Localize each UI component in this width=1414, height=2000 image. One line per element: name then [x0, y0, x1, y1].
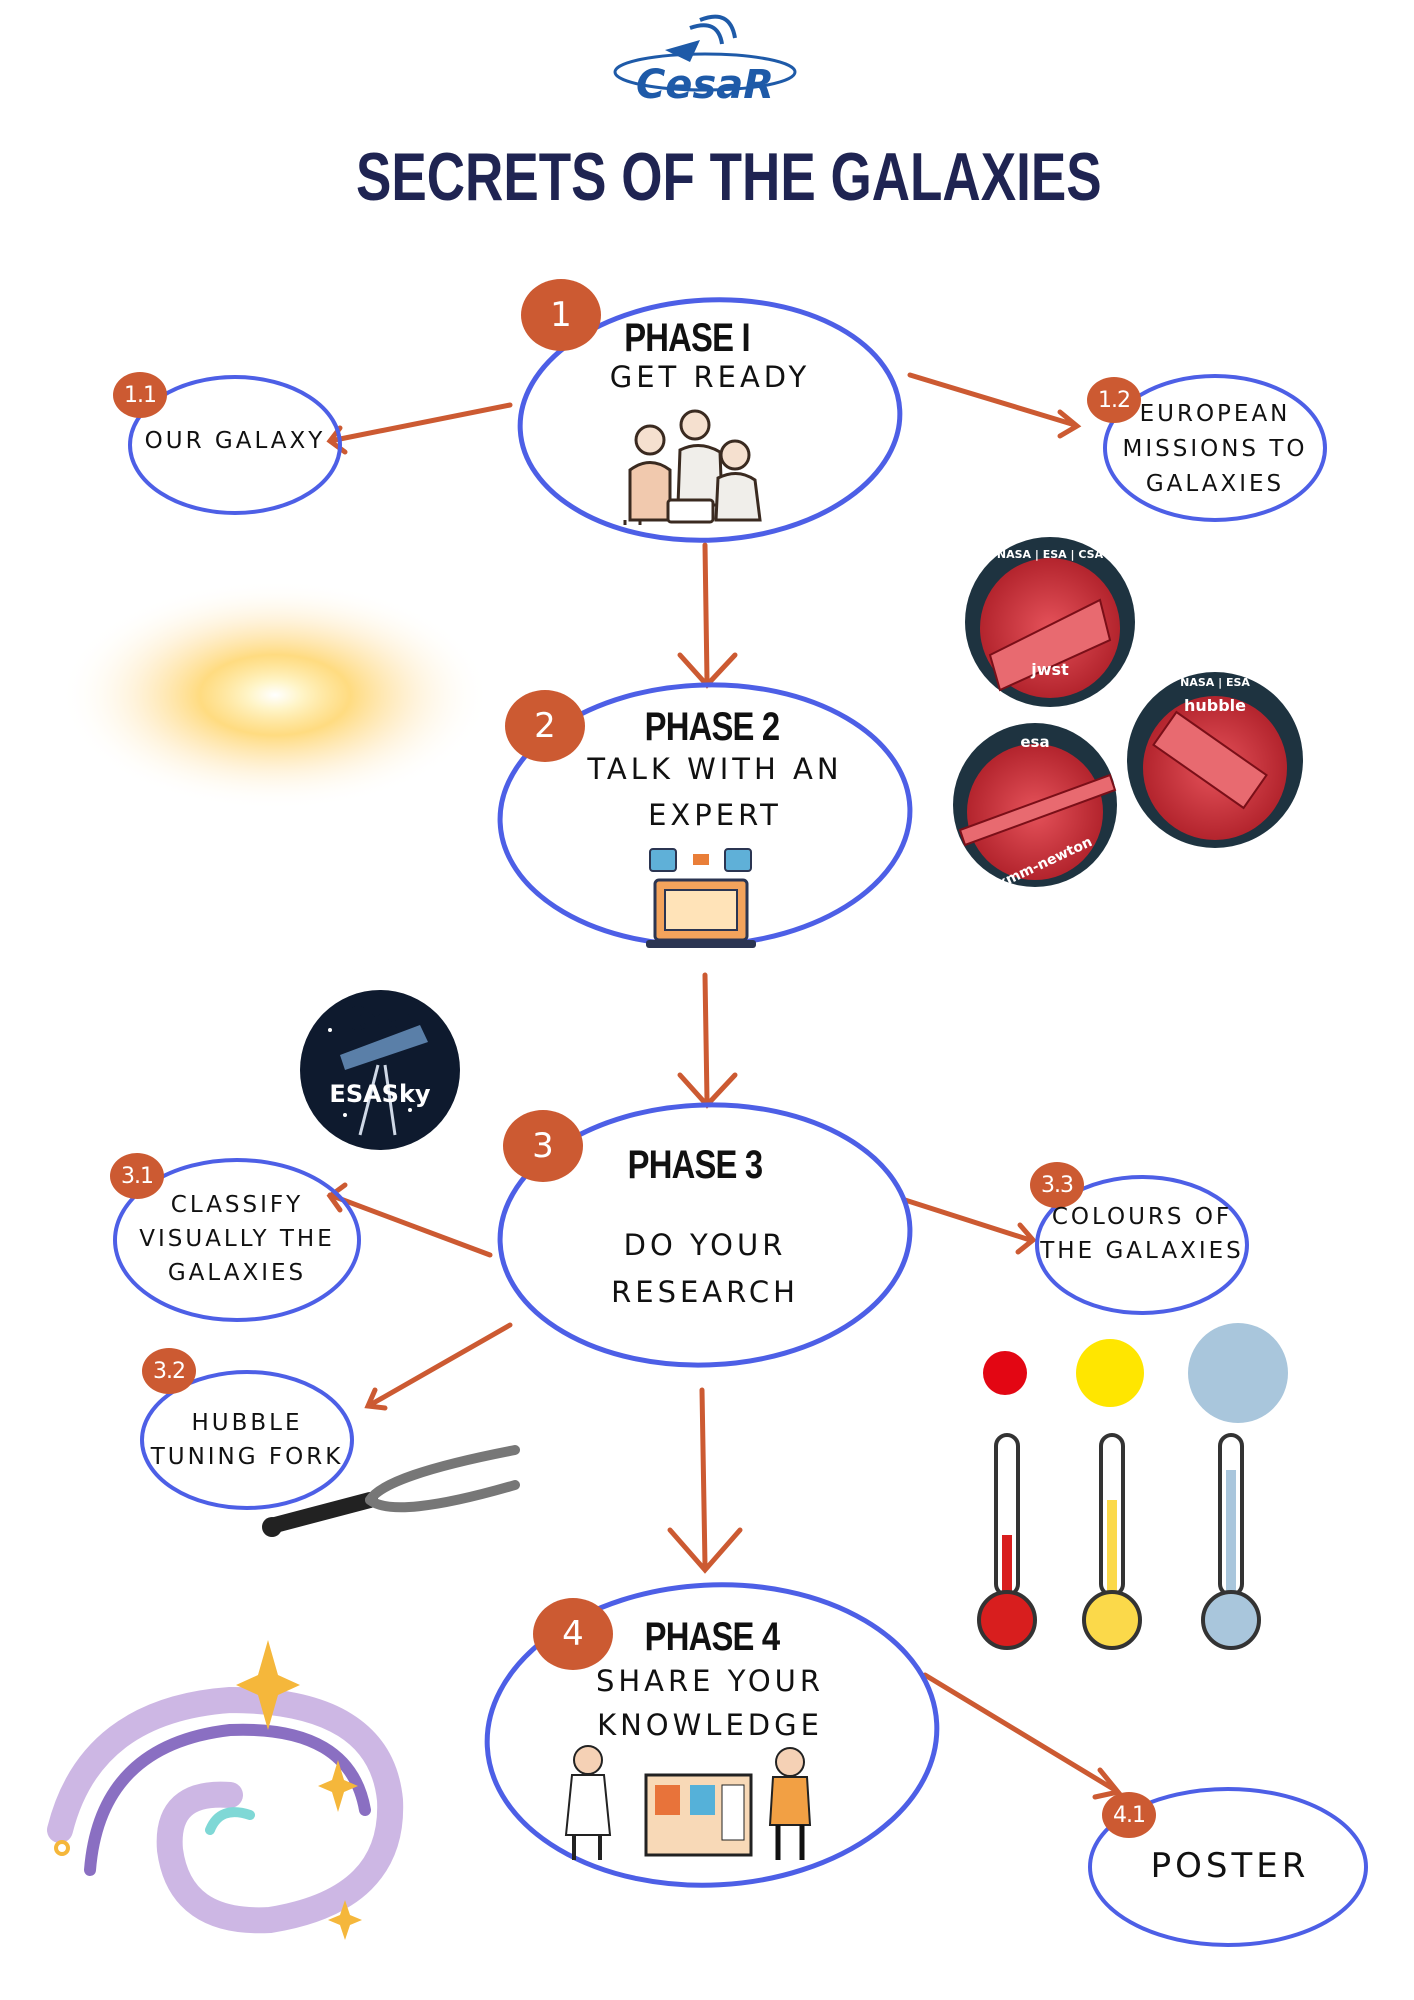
phase2-line1: TALK WITH AN — [587, 752, 843, 786]
connector-arrows — [326, 372, 1123, 1800]
video-call-icon — [646, 848, 756, 948]
sub-4-1-ellipse — [1088, 1787, 1368, 1947]
sub-3-2-ellipse — [140, 1370, 354, 1510]
phase4-badge: 4 — [533, 1598, 613, 1670]
esasky-name: ESASky — [329, 1080, 431, 1108]
sub-3-1-line1: CLASSIFY — [170, 1192, 304, 1218]
sub-3-1-line2: VISUALLY THE — [139, 1226, 335, 1252]
phase4-line2: KNOWLEDGE — [597, 1708, 823, 1742]
phase1-line1: GET READY — [609, 360, 811, 394]
sub-1-1-ellipse — [128, 375, 342, 515]
phase3-line2: RESEARCH — [611, 1275, 799, 1309]
esasky-logo — [300, 990, 460, 1150]
sub-3-1-line3: GALAXIES — [167, 1260, 307, 1286]
phase1-badge: 1 — [521, 279, 601, 351]
jwst-badge-top: NASA | ESA | CSA — [996, 548, 1104, 561]
phase3-ellipse — [497, 1102, 913, 1368]
sub-3-3-ellipse — [1035, 1175, 1249, 1315]
tuning-fork-icon — [262, 1445, 520, 1537]
sub-3-2-badge: 3.2 — [142, 1348, 196, 1394]
sub-3-3-line1: COLOURS OF — [1051, 1204, 1233, 1230]
sub-3-1-ellipse — [113, 1158, 361, 1322]
sub-1-2-line3: GALAXIES — [1145, 471, 1285, 497]
sub-3-3-line2: THE GALAXIES — [1040, 1238, 1244, 1264]
sub-3-2-line2: TUNING FORK — [150, 1444, 344, 1470]
sub-1-1-badge: 1.1 — [113, 372, 167, 418]
spiral-galaxy-icon — [47, 1640, 404, 1940]
sub-3-3-badge: 3.3 — [1030, 1162, 1084, 1208]
sub-1-2-badge: 1.2 — [1087, 377, 1141, 423]
temperature-colour-dots — [983, 1323, 1288, 1423]
logo-text: CesaR — [635, 62, 775, 108]
hubble-badge — [1127, 672, 1303, 848]
phase1-ellipse — [517, 297, 903, 543]
page-title: SECRETS OF THE GALAXIES — [356, 139, 1102, 215]
sub-3-1-badge: 3.1 — [110, 1153, 164, 1199]
cesar-logo — [613, 14, 797, 92]
sub-4-1-badge: 4.1 — [1102, 1792, 1156, 1838]
hubble-badge-label: hubble — [1183, 696, 1247, 715]
galaxy-glow-image — [60, 580, 490, 810]
sub-4-1-line1: POSTER — [1150, 1846, 1310, 1886]
xmm-badge-top: esa — [1020, 733, 1050, 751]
team-illustration — [623, 409, 762, 525]
sub-1-2-ellipse — [1103, 374, 1327, 522]
jwst-badge — [965, 537, 1135, 707]
jwst-badge-label: jwst — [1031, 660, 1069, 679]
phase2-line2: EXPERT — [648, 798, 782, 832]
sub-1-1-line1: OUR GALAXY — [144, 428, 326, 454]
esasky-org: esa — [357, 1002, 413, 1035]
phase3-badge: 3 — [503, 1110, 583, 1182]
hubble-badge-top: NASA | ESA — [1180, 676, 1250, 689]
phase2-title: PHASE 2 — [644, 705, 780, 749]
phase4-line1: SHARE YOUR — [595, 1664, 825, 1698]
phase4-title: PHASE 4 — [644, 1615, 780, 1659]
sub-1-2-line1: EUROPEAN — [1139, 401, 1291, 427]
phase3-line1: DO YOUR — [623, 1228, 787, 1262]
thermometer-icon — [977, 1433, 1261, 1650]
poster-presentation-icon — [564, 1745, 812, 1860]
phase4-ellipse — [484, 1582, 940, 1888]
phase3-title: PHASE 3 — [627, 1143, 763, 1187]
phase2-badge: 2 — [505, 690, 585, 762]
phase1-title: PHASE I — [624, 316, 750, 360]
sub-1-2-line2: MISSIONS TO — [1122, 436, 1308, 462]
sub-3-2-line1: HUBBLE — [191, 1410, 303, 1436]
xmm-newton-badge — [953, 723, 1117, 887]
